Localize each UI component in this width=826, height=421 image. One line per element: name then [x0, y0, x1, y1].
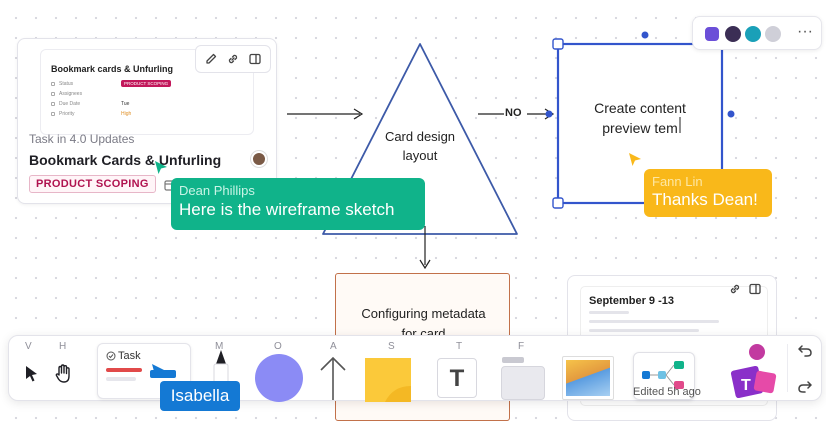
arrowhead-meta — [419, 259, 431, 270]
diagram-template-tool-icon[interactable] — [633, 352, 695, 400]
cursor-name: Isabella — [170, 386, 230, 405]
dean-cursor-icon — [155, 161, 167, 174]
resize-handle-bl — [552, 197, 564, 209]
arrow-tool-icon[interactable] — [317, 354, 349, 400]
arrowhead-box — [544, 108, 555, 120]
card-tools — [195, 45, 271, 73]
task-tag[interactable]: PRODUCT SCOPING — [29, 175, 156, 193]
preview-row-value: Tue — [121, 101, 130, 107]
task-tool-line — [106, 368, 142, 372]
preview-row: Priority — [51, 111, 75, 117]
triangle-label[interactable]: Card design layout — [360, 127, 480, 165]
preview-row-label: Due Date — [59, 101, 81, 107]
task-tool-label: Task — [118, 350, 141, 362]
collaborator-avatar[interactable] — [743, 24, 763, 44]
collaborators-bar: ··· — [692, 16, 822, 50]
connect-dot-right — [727, 110, 735, 118]
redo-icon[interactable] — [797, 378, 813, 394]
connect-dot-left — [545, 110, 553, 118]
panel-icon[interactable] — [246, 50, 264, 68]
link-icon[interactable] — [224, 50, 242, 68]
undo-icon[interactable] — [797, 342, 813, 358]
panel-icon[interactable] — [748, 282, 762, 296]
fann-cursor-label: Fann Lin Thanks Dean! — [644, 169, 772, 217]
calendar-footer: Edited 5h ago — [633, 386, 701, 398]
collaborator-avatar[interactable] — [723, 24, 743, 44]
row-icon — [51, 112, 55, 116]
hand-tool-icon[interactable] — [52, 362, 76, 386]
preview-row: Assignees — [51, 91, 82, 97]
preview-row-label: Assignees — [59, 91, 83, 97]
assignee-avatar[interactable] — [251, 151, 267, 167]
arrowhead-triangle — [353, 108, 364, 120]
preview-row-label: Priority — [59, 111, 75, 117]
key-hint: O — [274, 341, 282, 352]
triangle-label-line: Card design — [384, 129, 456, 144]
text-tool-icon[interactable]: T — [437, 358, 477, 398]
cursor-message: Thanks Dean! — [652, 190, 758, 209]
selected-box-label[interactable]: Create content preview tem — [575, 98, 705, 138]
preview-row: Status — [51, 81, 73, 87]
triangle-label-line: layout — [402, 148, 438, 163]
shapes-tool-icon[interactable]: T — [721, 342, 777, 400]
task-tool-line — [106, 377, 136, 381]
chat-icon[interactable] — [703, 25, 721, 43]
calendar-text-line — [589, 329, 699, 332]
preview-row: Due Date — [51, 101, 80, 107]
dean-cursor-label: Dean Phillips Here is the wireframe sket… — [171, 178, 425, 230]
task-subtitle: Task in 4.0 Updates — [29, 132, 135, 146]
selected-box-label-line: Create content — [594, 100, 686, 116]
check-circle-icon — [106, 351, 116, 361]
cursor-message: Here is the wireframe sketch — [179, 200, 395, 219]
isabella-cursor-label: Isabella — [160, 381, 240, 411]
key-hint: S — [388, 341, 395, 352]
cursor-name: Dean Phillips — [179, 183, 255, 198]
toolbar-separator — [787, 344, 788, 392]
selected-box-label-line: preview tem — [602, 120, 678, 136]
connect-dot-top — [641, 31, 649, 39]
calendar-tools — [728, 282, 762, 296]
history-controls — [791, 342, 819, 394]
preview-row-label: Status — [59, 81, 74, 87]
preview-row-value: High — [121, 111, 132, 117]
key-hint: M — [215, 341, 224, 352]
preview-title: Bookmark cards & Unfurling — [51, 64, 174, 74]
calendar-text-line — [589, 311, 629, 314]
frame-tab — [502, 357, 524, 363]
preview-tag: PRODUCT SCOPING — [121, 80, 172, 87]
svg-text:T: T — [741, 377, 751, 394]
cursor-name: Fann Lin — [652, 174, 703, 189]
metadata-box-label-line: Configuring metadata — [361, 306, 486, 321]
more-options-icon[interactable]: ··· — [797, 23, 813, 40]
image-tool-icon[interactable] — [562, 356, 614, 400]
sticky-note-tool-icon[interactable] — [363, 356, 413, 402]
edit-icon[interactable] — [202, 50, 220, 68]
key-hint: F — [518, 341, 525, 352]
fann-cursor-icon — [629, 153, 641, 166]
key-hint: T — [456, 341, 463, 352]
key-hint: V — [25, 341, 32, 352]
calendar-text-line — [589, 320, 719, 323]
collaborator-avatar[interactable] — [763, 24, 783, 44]
bottom-toolbar: V H Task M O A S T T F T — [8, 335, 822, 404]
circle-tool-icon[interactable] — [253, 352, 305, 404]
frame-tool-icon[interactable] — [501, 357, 545, 400]
resize-handle-tl — [552, 38, 564, 50]
task-title[interactable]: Bookmark Cards & Unfurling — [29, 152, 222, 168]
select-tool-icon[interactable] — [22, 364, 40, 384]
task-tool-badge — [150, 370, 176, 378]
row-icon — [51, 82, 55, 86]
image-thumbnail — [566, 360, 610, 396]
calendar-title: September 9 -13 — [589, 295, 674, 307]
no-label: NO — [505, 107, 522, 119]
row-icon — [51, 102, 55, 106]
row-icon — [51, 92, 55, 96]
link-icon[interactable] — [728, 282, 742, 296]
key-hint: A — [330, 341, 337, 352]
isabella-cursor-icon — [152, 364, 164, 377]
key-hint: H — [59, 341, 67, 352]
flowchart-icon — [642, 361, 684, 389]
